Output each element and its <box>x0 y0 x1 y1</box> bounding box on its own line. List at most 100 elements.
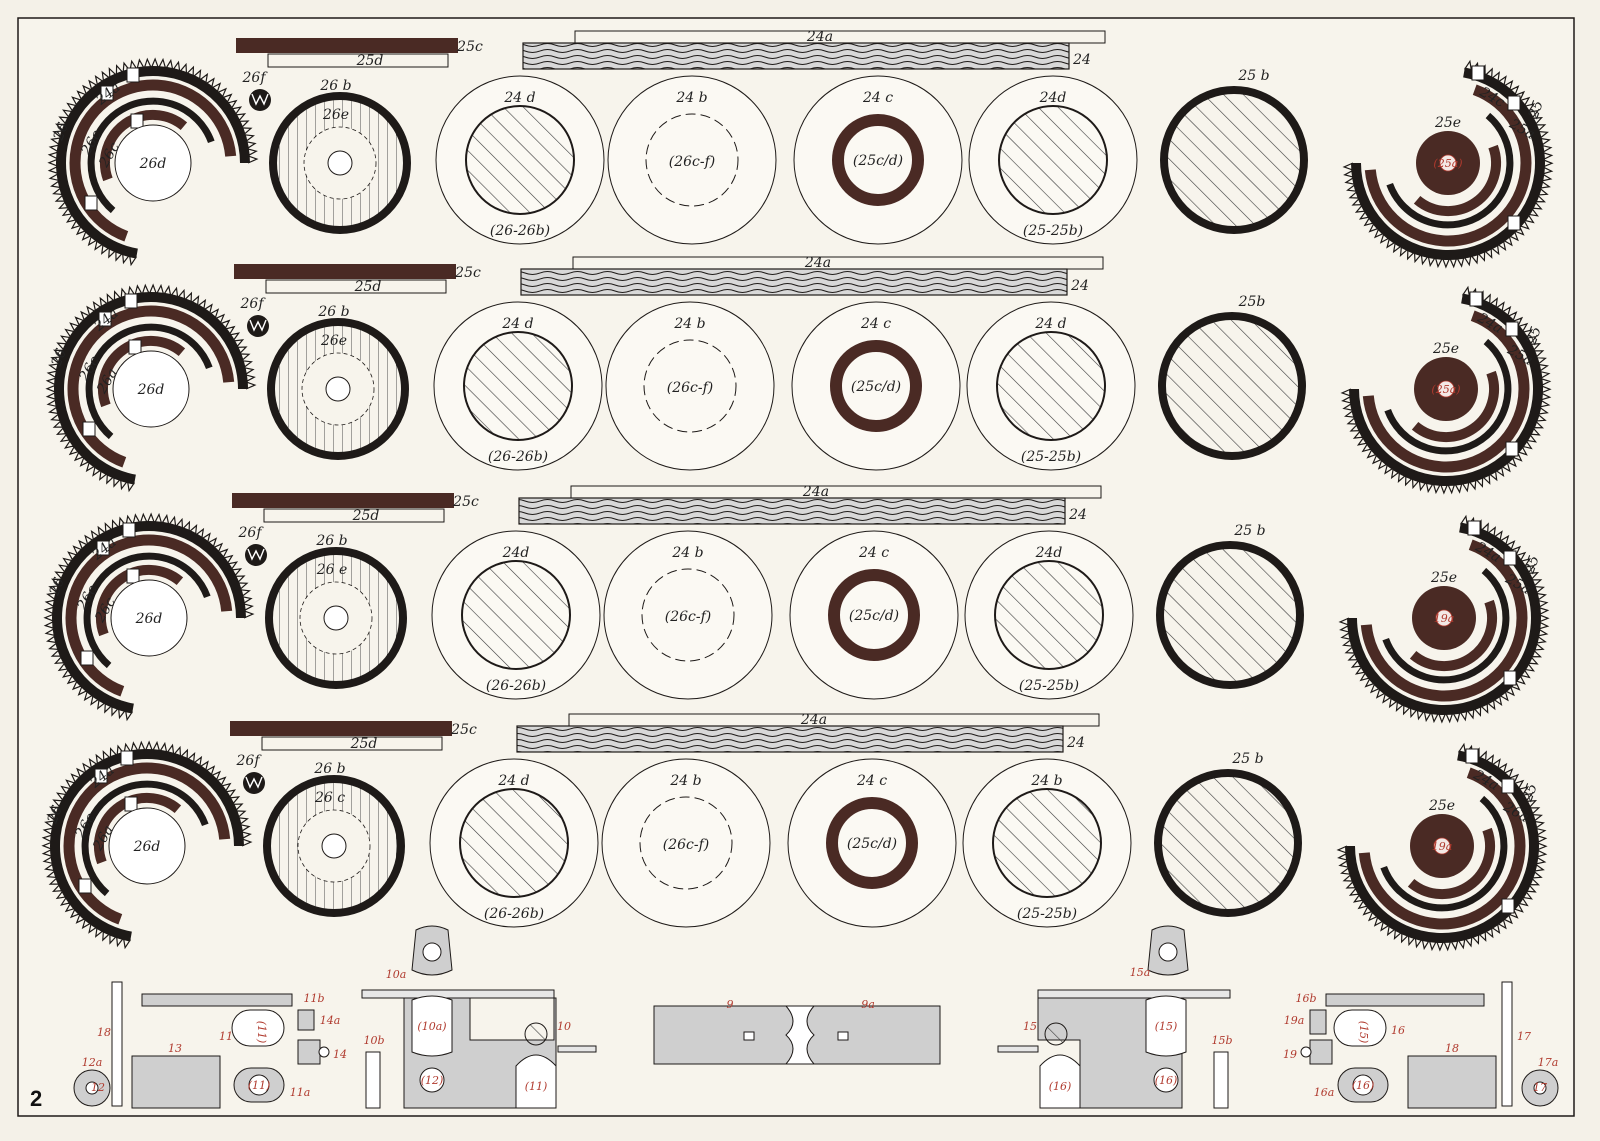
part-9-notch <box>784 1005 816 1065</box>
part-14-label: 14 <box>333 1048 347 1061</box>
disc-24b <box>601 758 771 928</box>
page-number: 2 <box>30 1086 42 1111</box>
disc-24c-ring <box>828 569 920 661</box>
disc-24b-dash <box>639 796 733 890</box>
disc-24d-hatch <box>465 105 575 215</box>
strip-24-label: 24 <box>1072 52 1091 68</box>
disc-c-top-label: 24 c <box>862 90 893 106</box>
part-15-oval <box>1333 1009 1387 1047</box>
vw-logo-icon <box>243 772 265 794</box>
vw-logo-mark <box>247 548 265 561</box>
wheel-inner-label: 26 c <box>314 790 345 806</box>
disc-c-top-label: 24 c <box>858 545 889 561</box>
part-17-label: 17 <box>1517 1030 1531 1043</box>
part-11a-center <box>248 1074 270 1096</box>
part-11a-inner-label: (11) <box>248 1079 271 1092</box>
strip-25d <box>267 53 449 68</box>
part-10b-label: 10b <box>363 1034 384 1047</box>
gear-brown-ring <box>1358 767 1526 930</box>
disc-25b <box>1160 86 1308 234</box>
disc-d-bottom-label: (25-25b) <box>1019 678 1079 694</box>
part-18-left <box>111 981 123 1107</box>
disc-b-top-label: 24 b <box>669 773 701 789</box>
gear-tab <box>1501 898 1515 914</box>
disc-d-bottom-label: (25-25b) <box>1021 449 1081 465</box>
disc-24c-ring <box>826 797 918 889</box>
disc-24c-ring <box>830 340 922 432</box>
wheel-top-label: 26 b <box>315 533 347 549</box>
disc-c-center-label: (25c/d) <box>853 153 903 169</box>
strip-24a-label: 24a <box>804 255 831 271</box>
gear-band <box>52 521 246 714</box>
strip-25c-label: 25c <box>452 494 479 510</box>
part-14a-label: 14a <box>320 1014 341 1027</box>
gear-tab <box>1471 65 1485 81</box>
disc-b-center-label: (26c-f) <box>665 609 712 625</box>
disc-b-center-label: (26c-f) <box>667 380 714 396</box>
part-16-label: 16 <box>1391 1024 1405 1037</box>
gear-black-ring <box>87 97 215 214</box>
part-14 <box>297 1039 321 1065</box>
disc-a-top-label: 24d <box>502 545 530 561</box>
gear-tab <box>1467 520 1481 536</box>
part-12a-label: 12a <box>82 1056 103 1069</box>
gear-inner-arc <box>1411 370 1500 443</box>
gear-tab <box>80 650 94 666</box>
strip-25d-label: 25d <box>352 508 380 524</box>
part-16b-strip <box>1325 993 1485 1007</box>
part-16-circle <box>1153 1067 1179 1093</box>
vw-logo-icon <box>245 544 267 566</box>
gear-tab <box>126 67 140 83</box>
part-13-label: 13 <box>168 1042 182 1055</box>
disc-24d-hatch <box>461 560 571 670</box>
disc-d-top-label: 24d <box>1035 545 1063 561</box>
gear-outer-label: 26 <box>48 346 70 369</box>
part-11-oval <box>231 1009 285 1047</box>
wheel-inner-label: 26 e <box>316 562 348 578</box>
part-10a-label: 10a <box>386 968 407 981</box>
disc-b-top-label: 24 b <box>675 90 707 106</box>
strip-25c <box>236 38 458 53</box>
gear-hub-inner-label: 19a <box>1434 612 1455 625</box>
disc-24c <box>791 301 961 471</box>
strip-25d <box>263 508 445 523</box>
part-10-bar <box>361 989 555 999</box>
strip-24 <box>520 268 1068 296</box>
gear-tab <box>1503 670 1517 686</box>
part-16-inner-label: (16) <box>1155 1074 1178 1087</box>
disc-c-top-label: 24 c <box>860 316 891 332</box>
part-15b <box>1213 1051 1229 1109</box>
part-17a-inner-label: 17 <box>1533 1081 1547 1094</box>
disc-a-top-label: 24 d <box>501 316 533 332</box>
strip-25d-label: 25d <box>354 279 382 295</box>
gear-tab <box>1503 550 1517 566</box>
gear-inner-arc <box>95 564 184 637</box>
disc-24c-ring <box>832 114 924 206</box>
gear-inner-arc <box>1413 144 1502 217</box>
part-19a <box>1309 1009 1327 1035</box>
part-15a-label: 15a <box>1130 966 1151 979</box>
part-10-label: 10 <box>557 1020 571 1033</box>
disc-24b-dash <box>643 339 737 433</box>
disc-c-center-label: (25c/d) <box>851 379 901 395</box>
gear-tab <box>124 293 138 309</box>
part-11-tab <box>515 1054 557 1109</box>
gear-tab <box>1507 215 1521 231</box>
gear-inner-label: 26d <box>139 156 167 172</box>
strip-24-label: 24 <box>1066 735 1085 751</box>
gear-inner-arc <box>97 335 186 408</box>
gear-hub-label: 25e <box>1434 115 1461 131</box>
vw-logo-mark <box>249 319 267 332</box>
strip-25c-label: 25c <box>454 265 481 281</box>
gear-tab <box>94 768 108 784</box>
logo-label: 26f <box>236 753 263 769</box>
gear-hub-inner-label: (25a) <box>1431 383 1460 396</box>
disc-e-top-label: 25 b <box>1237 68 1269 84</box>
disc-e-top-label: 25 b <box>1233 523 1265 539</box>
disc-d-top-label: 24 b <box>1030 773 1062 789</box>
part-17a-label: 17a <box>1538 1056 1559 1069</box>
gear-hub-hole <box>1437 380 1455 398</box>
